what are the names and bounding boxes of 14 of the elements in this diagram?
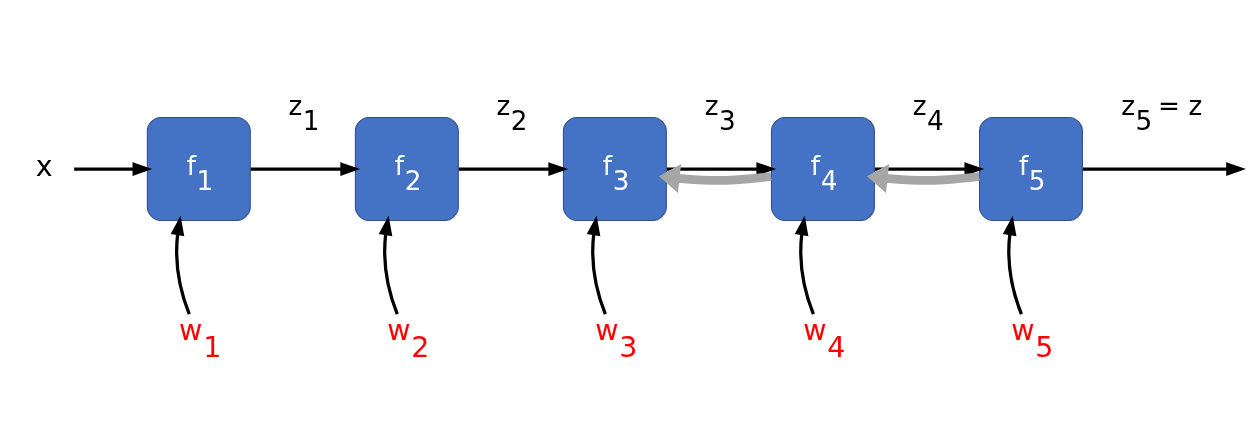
arrow [170, 215, 191, 315]
arrow [866, 163, 980, 193]
arrow [874, 161, 984, 176]
node-text: x [35, 149, 53, 183]
arrow [666, 161, 776, 176]
arrow [378, 215, 399, 315]
arrow [73, 161, 152, 176]
arrow [250, 161, 360, 176]
arrow [658, 163, 772, 193]
arrow [1002, 215, 1023, 315]
arrow [586, 215, 607, 315]
arrow [1082, 161, 1246, 176]
arrow [794, 215, 815, 315]
arrow [458, 161, 568, 176]
